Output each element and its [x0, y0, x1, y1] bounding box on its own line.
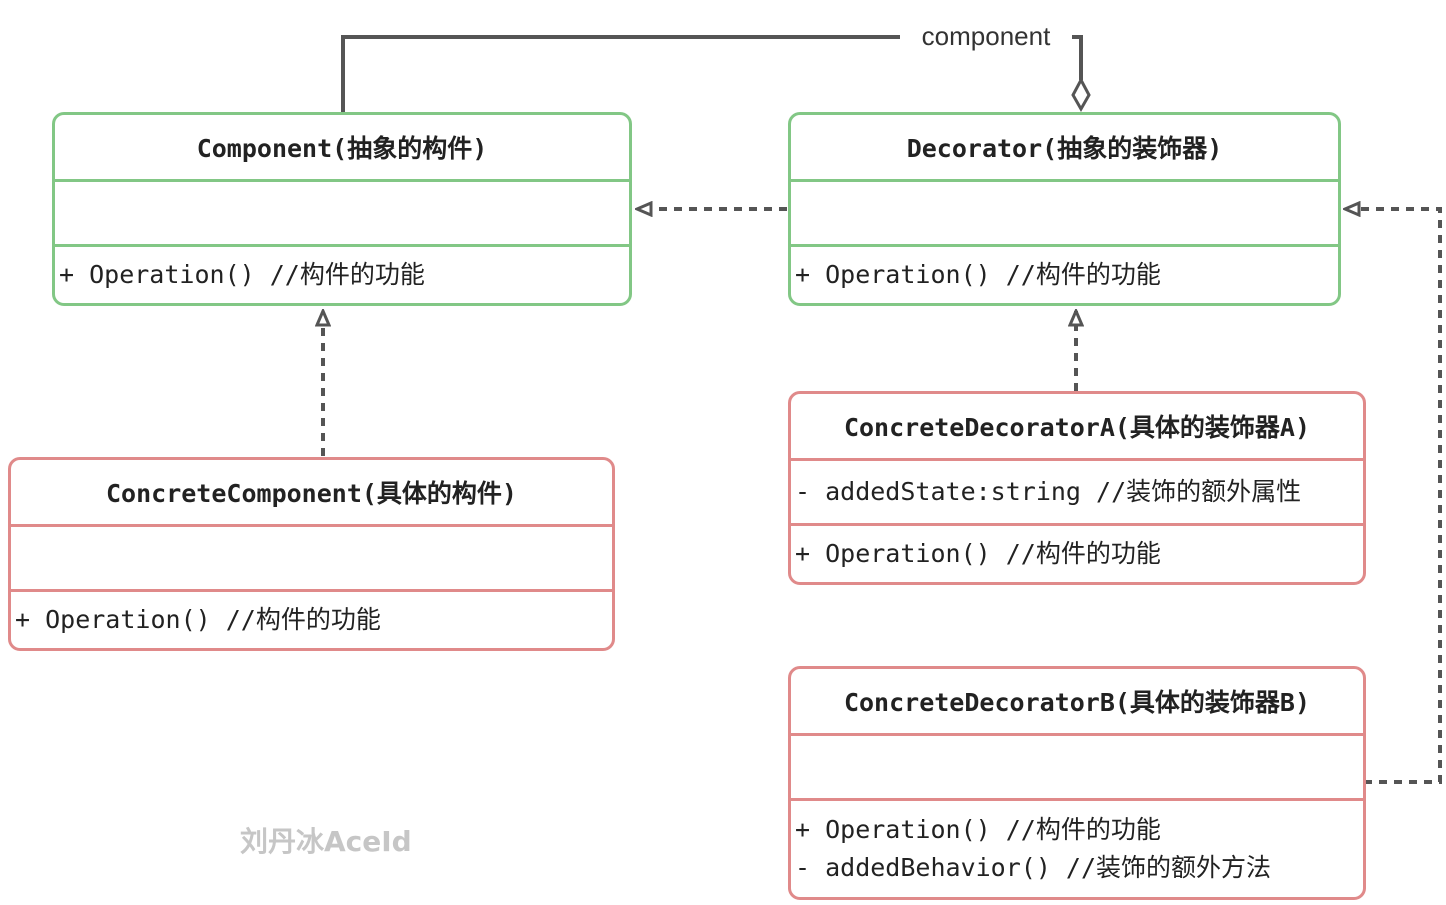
- operations-section: + Operation() //构件的功能 - addedBehavior() …: [791, 798, 1363, 897]
- class-name: ConcreteDecoratorB(具体的装饰器B): [843, 688, 1311, 717]
- association-label: component: [900, 16, 1072, 56]
- operations-section: + Operation() //构件的功能: [11, 589, 612, 648]
- operation: + Operation() //构件的功能: [795, 815, 1161, 844]
- association-line: [341, 35, 1083, 112]
- class-name: ConcreteComponent(具体的构件): [106, 479, 517, 508]
- attributes-section: [11, 524, 612, 589]
- class-concrete-decorator-b[interactable]: ConcreteDecoratorB(具体的装饰器B) + Operation(…: [788, 666, 1366, 900]
- class-name: Component(抽象的构件): [196, 134, 488, 163]
- operation: + Operation() //构件的功能: [795, 260, 1161, 289]
- attributes-section: [55, 179, 629, 244]
- operation: + Operation() //构件的功能: [15, 605, 381, 634]
- realization-arrow-decorator-b: [1345, 209, 1442, 784]
- class-concrete-decorator-a[interactable]: ConcreteDecoratorA(具体的装饰器A) - addedState…: [788, 391, 1366, 585]
- watermark: 刘丹冰AceId: [240, 825, 412, 858]
- class-name: Decorator(抽象的装饰器): [906, 134, 1223, 163]
- operation: + Operation() //构件的功能: [795, 539, 1161, 568]
- class-component[interactable]: Component(抽象的构件) + Operation() //构件的功能: [52, 112, 632, 306]
- class-decorator[interactable]: Decorator(抽象的装饰器) + Operation() //构件的功能: [788, 112, 1341, 306]
- class-concrete-component[interactable]: ConcreteComponent(具体的构件) + Operation() /…: [8, 457, 615, 651]
- attributes-section: [791, 733, 1363, 798]
- attributes-section: [791, 179, 1338, 244]
- attributes-section: - addedState:string //装饰的额外属性: [791, 458, 1363, 523]
- operation: - addedBehavior() //装饰的额外方法: [795, 853, 1272, 882]
- operations-section: + Operation() //构件的功能: [791, 244, 1338, 303]
- operations-section: + Operation() //构件的功能: [791, 523, 1363, 582]
- operation: + Operation() //构件的功能: [59, 260, 425, 289]
- aggregation-diamond: [1071, 76, 1091, 113]
- class-name: ConcreteDecoratorA(具体的装饰器A): [843, 413, 1311, 442]
- attribute: - addedState:string //装饰的额外属性: [795, 477, 1302, 506]
- operations-section: + Operation() //构件的功能: [55, 244, 629, 303]
